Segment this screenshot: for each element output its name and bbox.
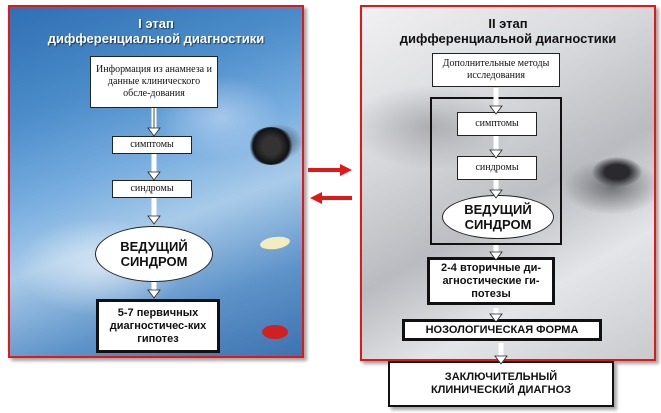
stage-two-panel: II этап дифференциальной диагностики Доп…	[360, 5, 656, 361]
stethoscope-decoration	[592, 157, 642, 187]
secondary-hypotheses-box: 2-4 вторичные ди-агностические ги-потезы	[427, 257, 555, 305]
syndromes-box: синдромы	[457, 156, 537, 180]
syndromes-box: синдромы	[112, 180, 192, 198]
leading-syndrome-ellipse: ВЕДУЩИЙ СИНДРОМ	[95, 226, 213, 282]
symptoms-box: симптомы	[457, 112, 537, 136]
stage-one-panel: I этап дифференциальной диагностики Инфо…	[8, 5, 304, 358]
pill-decoration	[262, 325, 288, 339]
stage-two-title: II этап дифференциальной диагностики	[362, 16, 654, 46]
symptoms-box: симптомы	[112, 136, 192, 154]
primary-hypotheses-box: 5-7 первичных диагностичес-ких гипотез	[96, 299, 220, 353]
pill-decoration	[259, 234, 291, 252]
stage-two-title-line2: дифференциальной диагностики	[399, 31, 617, 46]
stage-connector-arrows	[308, 164, 352, 204]
anamnesis-info-box: Информация из анамнеза и данные клиничес…	[90, 56, 218, 108]
leading-syndrome-ellipse: ВЕДУЩИЙ СИНДРОМ	[442, 195, 554, 239]
stage-one-title-line2: дифференциальной диагностики	[47, 31, 265, 46]
stethoscope-decoration	[248, 127, 294, 165]
additional-methods-box: Дополнительные методы исследования	[432, 53, 560, 87]
nosological-form-box: НОЗОЛОГИЧЕСКАЯ ФОРМА	[402, 319, 602, 341]
stage-two-title-line1: II этап	[488, 16, 528, 31]
stage-one-title: I этап дифференциальной диагностики	[10, 16, 302, 46]
stage-one-title-line1: I этап	[138, 16, 174, 31]
final-diagnosis-box: ЗАКЛЮЧИТЕЛЬНЫЙ КЛИНИЧЕСКИЙ ДИАГНОЗ	[388, 361, 614, 407]
